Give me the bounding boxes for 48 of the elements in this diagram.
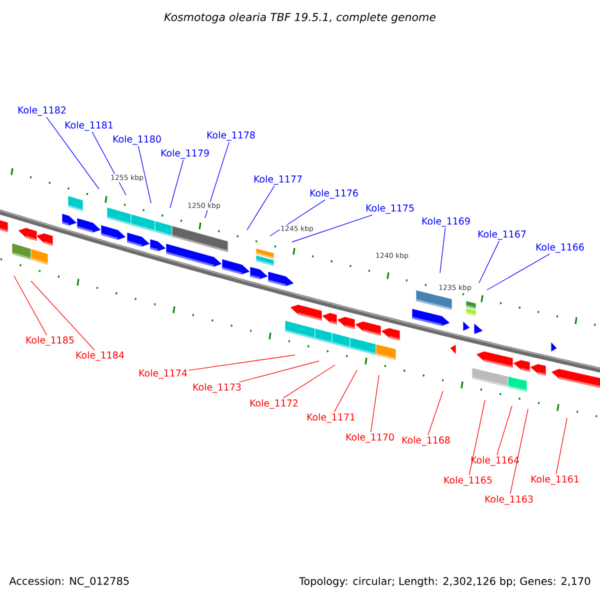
gene-label: Kole_1185 [26, 336, 74, 346]
footer-text: Accession: NC_012785 [9, 576, 129, 588]
leader-line [334, 370, 358, 412]
leader-line [440, 228, 446, 274]
gene-label: Kole_1171 [307, 413, 355, 423]
gene-label: Kole_1161 [531, 475, 579, 485]
gene-label: Kole_1172 [250, 399, 298, 409]
leader-line [486, 254, 550, 290]
leader-line [270, 200, 326, 236]
leader-line [14, 276, 48, 336]
gene-label: Kole_1179 [161, 149, 209, 159]
leader-line [170, 160, 184, 208]
leader-line [468, 400, 486, 476]
leader-line [30, 280, 95, 350]
gene-label: Kole_1168 [402, 436, 450, 446]
leader-line [204, 142, 230, 218]
leader-line [292, 214, 373, 242]
gene-label: Kole_1169 [422, 217, 470, 227]
gene-label: Kole_1181 [65, 121, 113, 131]
leader-line [370, 374, 380, 432]
gene-label: Kole_1177 [254, 175, 302, 185]
leader-line [138, 146, 152, 204]
gene-label: Kole_1173 [193, 383, 241, 393]
gene-label: Kole_1163 [485, 495, 533, 505]
gene-label: Kole_1184 [76, 351, 124, 361]
leader-line [46, 116, 100, 190]
gene-label: Kole_1182 [18, 106, 66, 116]
leader-line [246, 186, 275, 230]
leader-line [428, 390, 444, 436]
leader-line [510, 408, 528, 494]
leader-line [556, 418, 568, 474]
leader-line [478, 240, 500, 284]
gene-label: Kole_1178 [207, 131, 255, 141]
gene-label: Kole_1165 [444, 476, 492, 486]
gene-label: Kole_1166 [536, 243, 584, 253]
gene-label: Kole_1180 [113, 135, 161, 145]
gene-label: Kole_1170 [346, 433, 394, 443]
gene-label: Kole_1174 [139, 369, 187, 379]
footer-text: Topology: circular; Length: 2,302,126 bp; Genes: 2,170 [299, 576, 590, 588]
gene-label: Kole_1175 [366, 204, 414, 214]
leader-line [282, 364, 336, 398]
leader-line [496, 406, 512, 456]
title: Kosmotoga olearia TBF 19.5.1, complete genome [164, 12, 436, 24]
leader-line [92, 132, 126, 196]
gene-label: Kole_1167 [478, 230, 526, 240]
gene-label: Kole_1176 [310, 189, 358, 199]
leader-line [239, 360, 320, 382]
leader-line [188, 354, 296, 371]
